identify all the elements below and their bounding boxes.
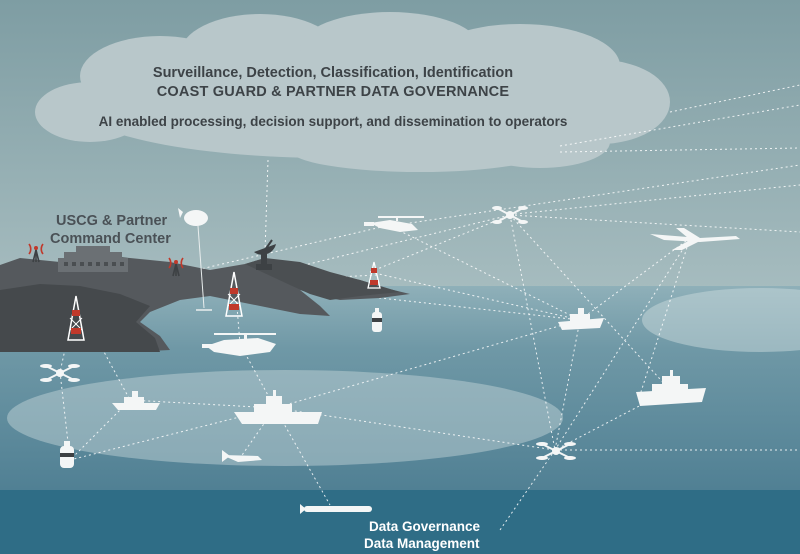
buoy-icon [60,441,74,468]
lighthouse-icon [67,295,85,341]
cloud-title: Surveillance, Detection, Classification,… [152,65,514,81]
ship-icon [112,391,160,410]
command-center-label: Command Center [50,231,171,247]
lighthouse-icon [225,271,243,317]
airplane-icon [650,228,740,250]
data-layer-band [0,490,800,554]
command-center-label: USCG & Partner [56,213,168,229]
radio-tower-icon [168,257,184,277]
cloud-subtitle: AI enabled processing, decision support,… [98,114,568,129]
drone-icon [536,442,576,460]
buoy-icon [372,308,382,332]
coverage-area-east [642,288,800,352]
helicopter-icon [364,216,424,232]
cloud-icon [35,12,670,172]
helicopter-icon [202,333,276,356]
cloud-heading: COAST GUARD & PARTNER DATA GOVERNANCE [156,84,510,100]
aerostat-icon [178,208,212,311]
satellite-dish-icon [254,239,276,270]
cutter-icon [234,390,322,424]
command-building-icon [58,246,128,272]
drone-icon [492,206,528,224]
radio-tower-icon [28,243,44,263]
lighthouse-icon [367,261,381,289]
ship-icon [558,308,604,330]
unmanned-surface-vessel-icon [222,450,262,462]
submarine-drone-icon [300,504,372,514]
data-management-label: Data Management [364,536,480,551]
ship-icon [636,370,706,406]
drone-icon [40,364,80,382]
data-governance-label: Data Governance [369,519,481,534]
